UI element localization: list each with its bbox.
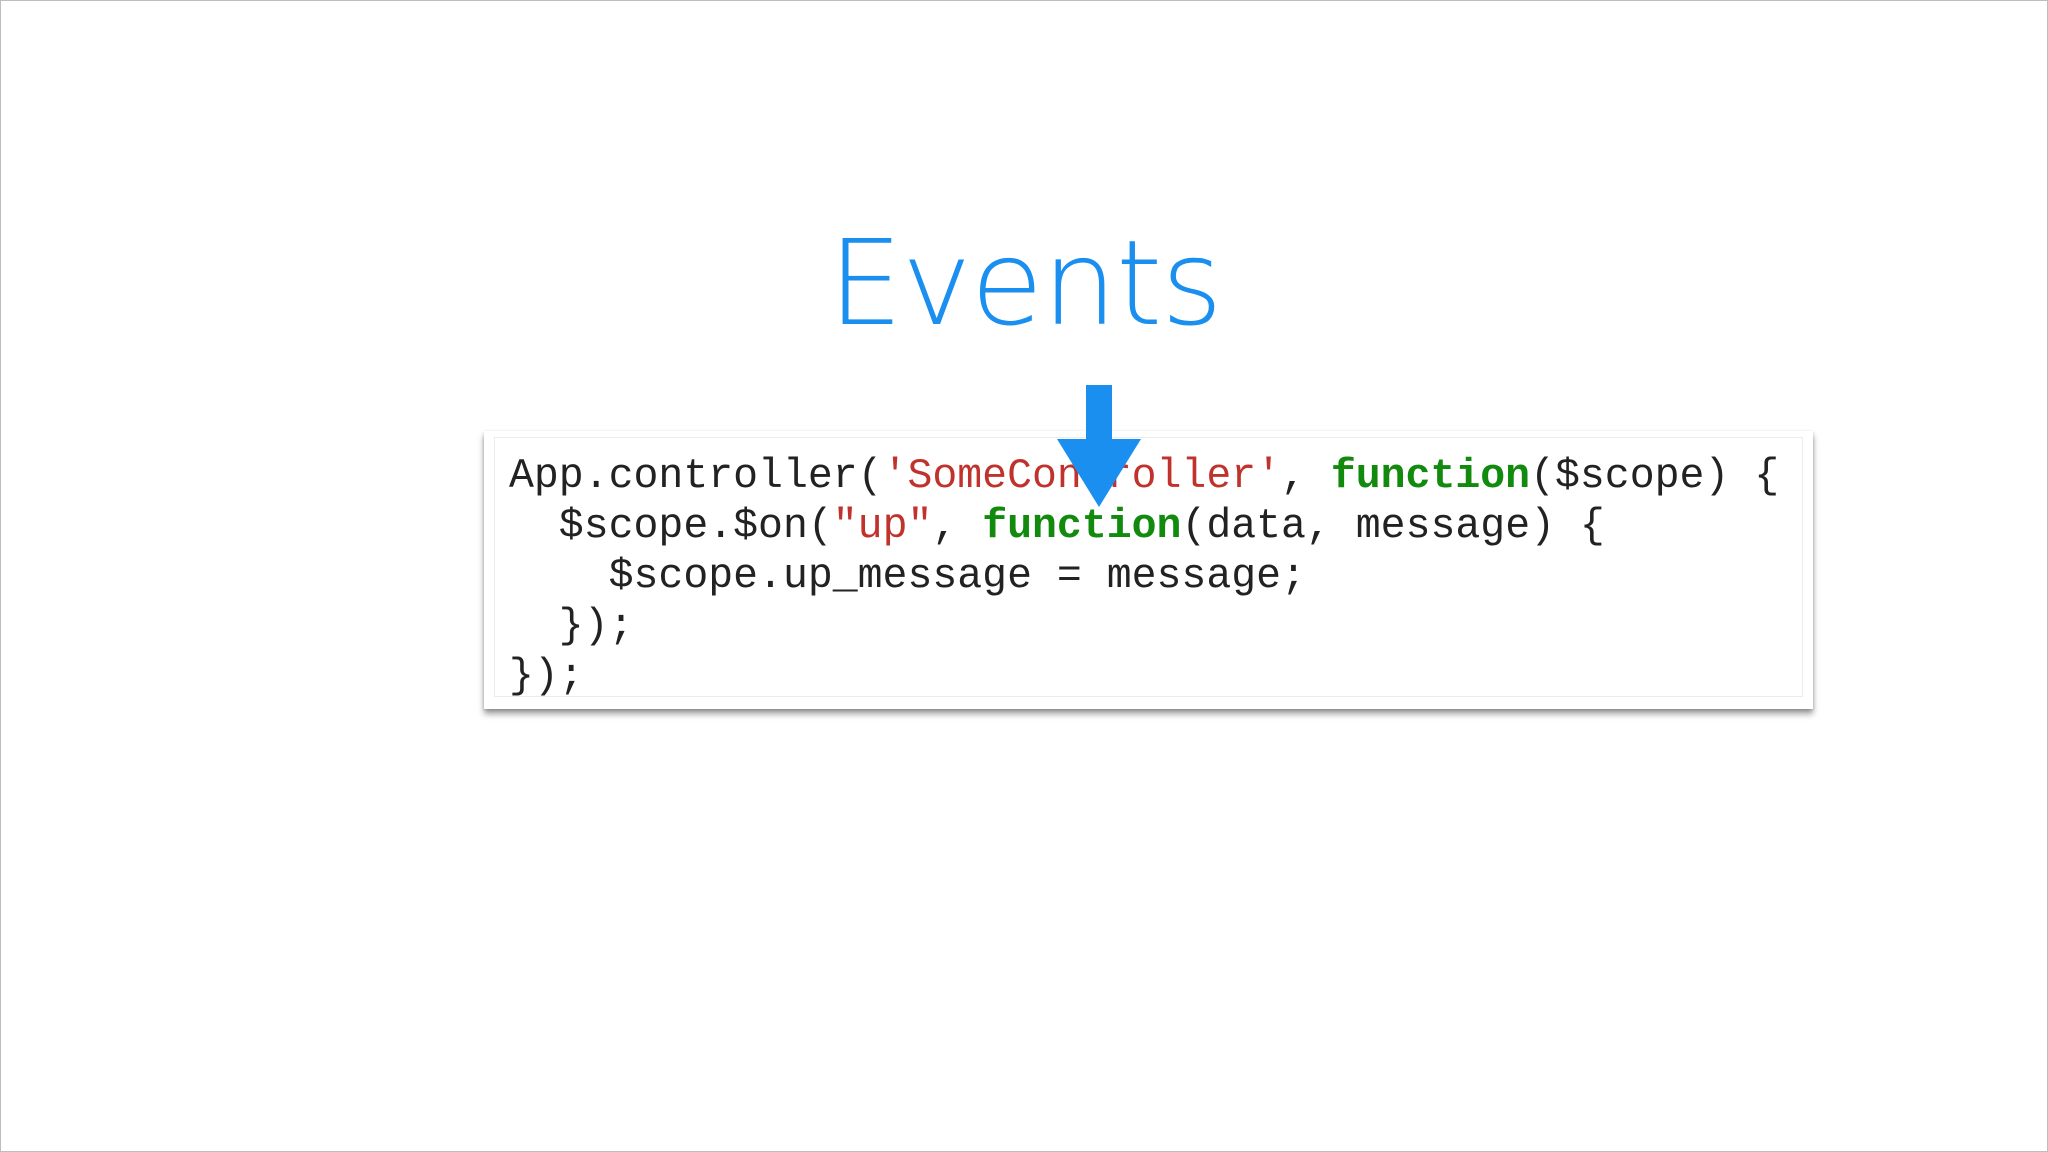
string-literal: "up" xyxy=(832,503,933,550)
code-block: App.controller('SomeController', functio… xyxy=(509,452,1779,702)
code-text: ($scope) { xyxy=(1530,453,1780,500)
code-text: , xyxy=(1281,453,1331,500)
arrow-down-icon xyxy=(1057,385,1141,507)
slide-title: Events xyxy=(828,214,1223,352)
code-text: (data, message) { xyxy=(1181,503,1605,550)
code-line: }); xyxy=(509,602,1779,652)
code-line: App.controller('SomeController', functio… xyxy=(509,452,1779,502)
code-text: $scope.$on( xyxy=(509,503,833,550)
code-text: }); xyxy=(509,653,584,700)
code-text: }); xyxy=(509,603,634,650)
code-text: $scope.up_message = message; xyxy=(509,553,1306,600)
code-line: $scope.$on("up", function(data, message)… xyxy=(509,502,1779,552)
code-snippet-frame: App.controller('SomeController', functio… xyxy=(494,437,1803,700)
code-text: App.controller( xyxy=(509,453,883,500)
keyword: function xyxy=(982,503,1182,550)
code-line: $scope.up_message = message; xyxy=(509,552,1779,602)
keyword: function xyxy=(1330,453,1531,500)
code-line: }); xyxy=(509,652,1779,702)
code-text: , xyxy=(932,503,983,550)
code-snippet-card: App.controller('SomeController', functio… xyxy=(484,431,1813,709)
